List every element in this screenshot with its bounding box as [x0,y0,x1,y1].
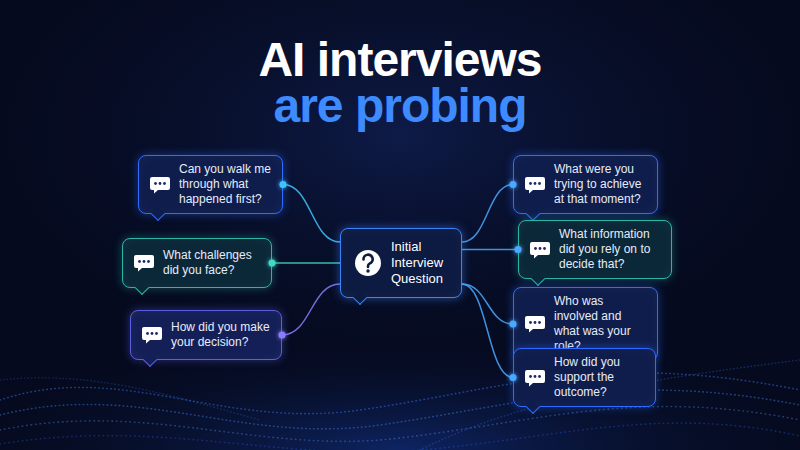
bubble-text: What were you trying to achieve at that … [554,162,649,207]
speech-icon-shape [530,242,550,259]
speech-icon-shape [134,255,154,272]
central-question-box: Initial Interview Question [340,228,462,298]
speech-icon-dot [534,321,537,324]
speech-icon [529,240,551,260]
speech-icon-dot [538,321,541,324]
speech-icon [524,368,546,388]
speech-icon-dot [155,332,158,335]
question-bubble: Can you walk me through what happened fi… [138,155,283,214]
connector-dot [279,332,286,339]
speech-icon-dot [147,260,150,263]
speech-icon-dot [538,375,541,378]
speech-icon-dot [534,247,537,250]
question-mark [363,255,372,267]
branch-connector [272,262,340,264]
speech-icon-shape [142,327,162,344]
branch-connector [462,284,513,378]
speech-icon-dot [146,332,149,335]
bubble-text: How did you make your decision? [171,320,273,350]
question-bubble: What information did you rely on to deci… [518,220,672,279]
bubble-text: What information did you rely on to deci… [559,227,663,272]
bubble-text: Who was involved and what was your role? [554,294,649,354]
speech-icon [149,175,171,195]
question-bubble: How did you make your decision? [130,310,282,360]
diagram-title: AI interviews [0,34,800,86]
speech-icon-dot [138,260,141,263]
speech-icon-dot [538,182,541,185]
particle-wave [0,360,800,450]
bubble-text: How did you support the outcome? [554,355,647,400]
speech-icon-dot [159,182,162,185]
speech-icon-shape [150,177,170,194]
central-question-text: Initial Interview Question [391,239,453,287]
speech-icon-dot [529,321,532,324]
connector-dot [510,321,517,328]
question-bubble: How did you support the outcome? [513,348,656,407]
speech-icon-dot [529,182,532,185]
speech-icon [524,175,546,195]
connector-dot [510,181,517,188]
speech-icon-dot [534,375,537,378]
subtitle-text: are probing [0,80,800,132]
speech-icon-dot [539,247,542,250]
speech-icon-shape [525,177,545,194]
question-icon [353,248,383,278]
speech-icon-dot [163,182,166,185]
connector-dot [280,181,287,188]
speech-icon-dot [529,375,532,378]
speech-icon-dot [534,182,537,185]
branch-connector [282,284,340,335]
speech-icon-dot [143,260,146,263]
speech-icon-shape [525,316,545,333]
icon-circle [355,250,381,276]
speech-icon-dot [543,247,546,250]
question-bubble: What challenges did you face? [122,238,272,288]
speech-icon [141,325,163,345]
question-bubble: What were you trying to achieve at that … [513,155,658,214]
speech-icon-shape [525,370,545,387]
bubble-text: Can you walk me through what happened fi… [179,162,274,207]
connector-dot [515,246,522,253]
branch-connector [462,185,513,243]
connector-dot [269,260,276,267]
branch-connector [283,185,340,243]
branch-connector [462,249,518,251]
bubble-text: What challenges did you face? [163,248,263,278]
speech-icon-dot [154,182,157,185]
question-dot [366,269,369,272]
connector-dot [510,374,517,381]
speech-icon [524,314,546,334]
branch-connector [462,284,513,324]
speech-icon [133,253,155,273]
speech-icon-dot [151,332,154,335]
